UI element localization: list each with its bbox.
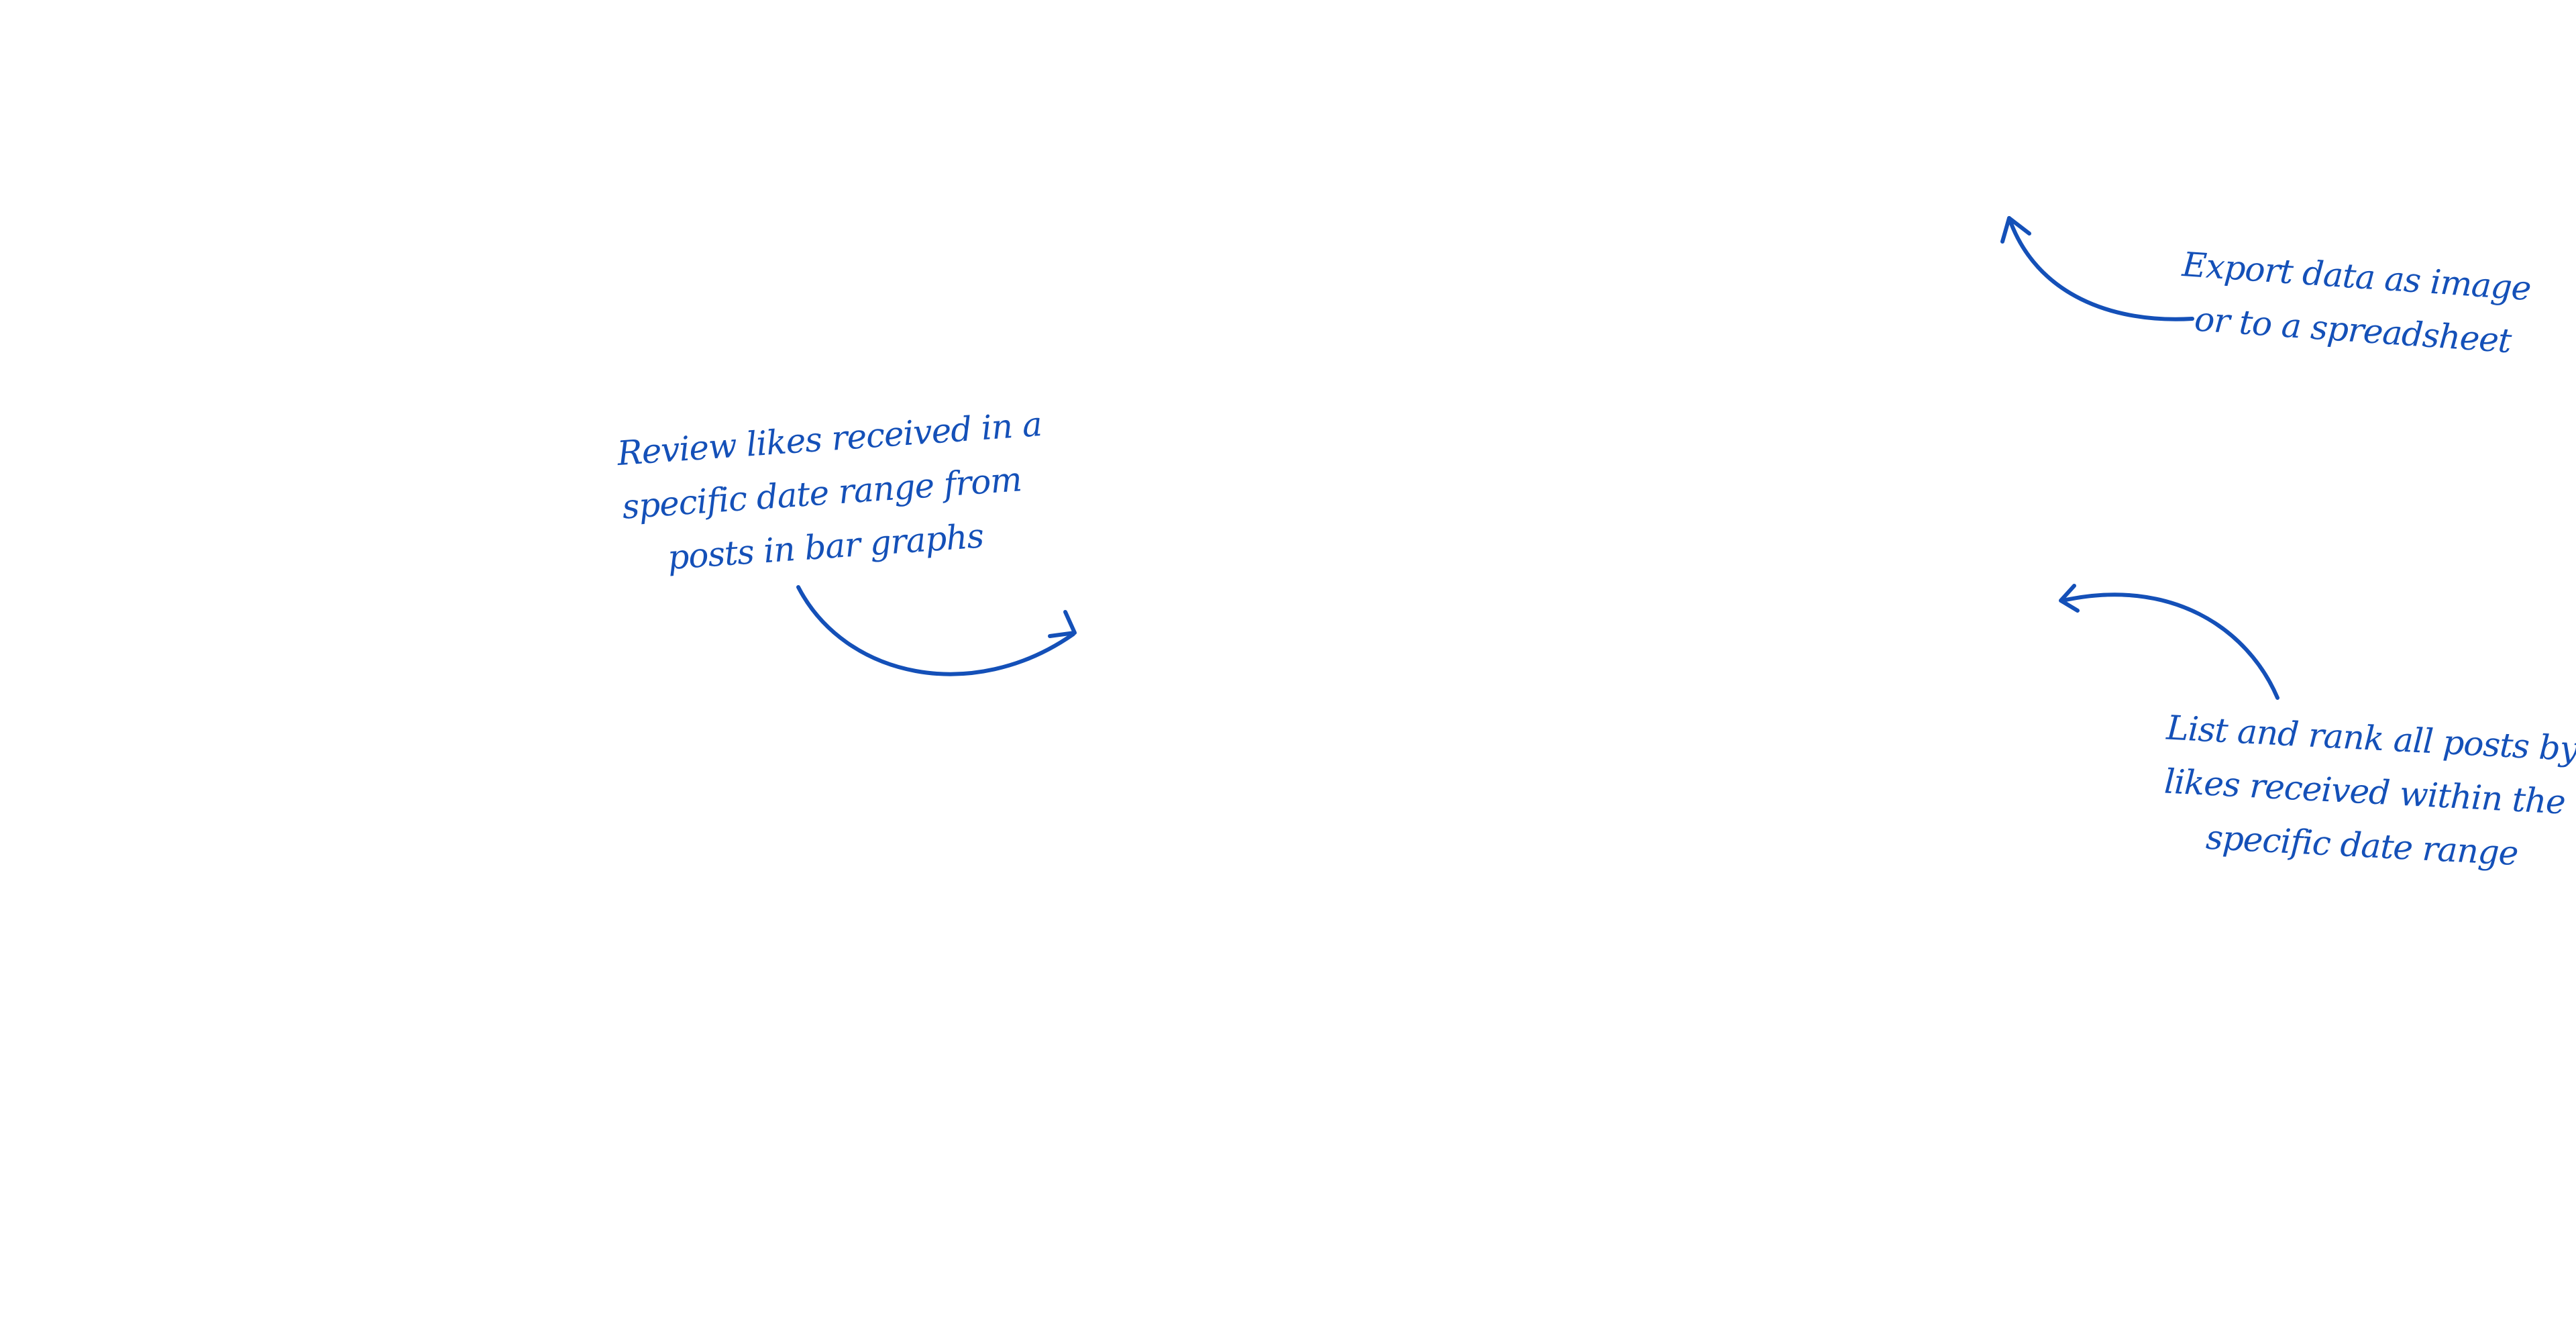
review-arrow-icon xyxy=(796,585,1077,676)
annotation-list-rank-posts: List and rank all posts by likes receive… xyxy=(2159,701,2576,882)
annotation-review-likes: Review likes received in a specific date… xyxy=(615,399,1042,587)
list-arrow-icon xyxy=(2059,584,2279,700)
export-arrow-icon xyxy=(2000,216,2194,321)
